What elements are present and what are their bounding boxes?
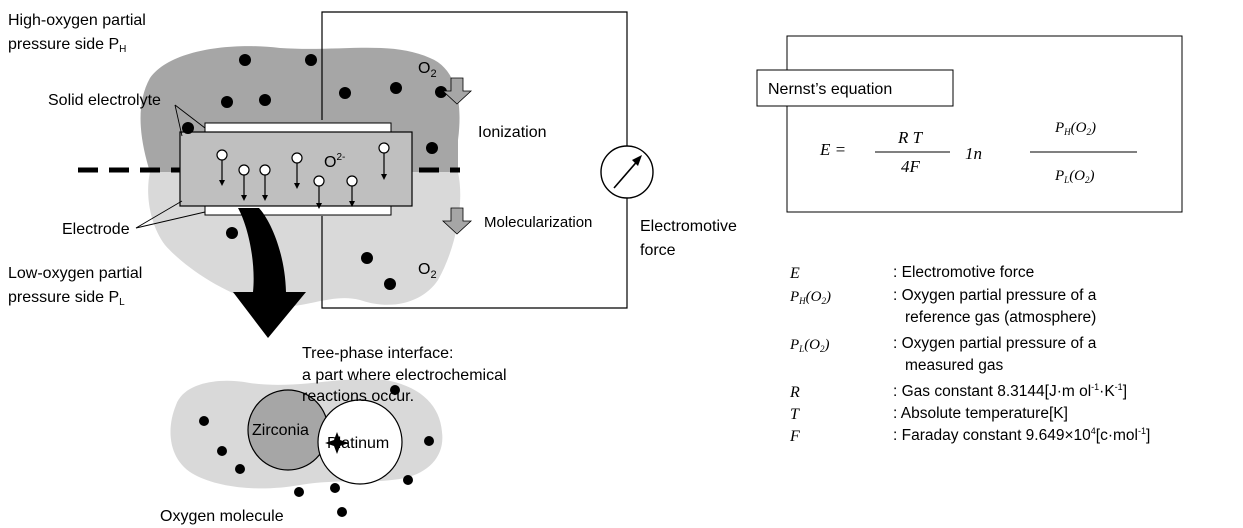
emf-label-line2: force — [640, 242, 676, 259]
high-side-label-sub: H — [119, 44, 126, 55]
interface-label-line3: reactions occur. — [302, 388, 414, 405]
equation-fraction1-numerator: R T — [897, 128, 924, 147]
equation-title-box — [756, 69, 954, 107]
interface-label-line1: Tree-phase interface: — [302, 345, 453, 362]
eq-den-end: ) — [1089, 168, 1095, 184]
legend-text-F: : Faraday constant 9.649×104[c·mol-1] — [893, 426, 1150, 444]
oxide-ion-main: O — [324, 154, 336, 171]
legend-text-PH-line2: reference gas (atmosphere) — [905, 309, 1096, 326]
electrode-label: Electrode — [62, 221, 130, 238]
solid-electrolyte-block — [179, 131, 413, 207]
legend-symbol-PH: PH(O2) — [789, 289, 831, 306]
circuit-wires — [321, 11, 628, 309]
top-electrode — [204, 122, 392, 133]
emf-label-line1: Electromotive — [640, 218, 737, 235]
high-side-label-main: pressure side P — [8, 36, 119, 53]
solid-electrolyte-label: Solid electrolyte — [48, 92, 161, 109]
eq-num-sub2: 2 — [1087, 127, 1092, 137]
legend-text-R: : Gas constant 8.3144[J·m ol-1·K-1] — [893, 382, 1127, 400]
legend-text-PL-line2: measured gas — [905, 357, 1003, 374]
eq-den-rest: (O — [1069, 168, 1085, 184]
equation-ln: 1n — [965, 144, 982, 163]
zirconia-label: Zirconia — [252, 422, 309, 439]
equation-box — [786, 35, 1183, 213]
legend-text-T: : Absolute temperature[K] — [893, 405, 1068, 422]
eq-num-rest: (O — [1071, 120, 1087, 136]
eq-den-P: P — [1054, 168, 1064, 184]
low-side-label-main: pressure side P — [8, 289, 119, 306]
eq-num-P: P — [1054, 120, 1064, 136]
eq-num-end: ) — [1090, 120, 1096, 136]
oxygen-molecule-label: Oxygen molecule — [160, 508, 284, 525]
legend-text-PH-line1: : Oxygen partial pressure of a — [893, 287, 1097, 304]
oxide-ion-arrowheads — [219, 174, 387, 209]
oxide-ion-label: O2- — [324, 152, 345, 171]
leader-lines — [135, 104, 347, 431]
legend-symbol-PL: PL(O2) — [789, 337, 830, 354]
low-side-label-sub: L — [119, 297, 125, 308]
oxygen-dots-high — [182, 54, 447, 154]
legend-text-E: : Electromotive force — [893, 264, 1034, 281]
molecularization-arrow-icon — [441, 207, 473, 235]
o2-bottom-label: O2 — [418, 261, 437, 281]
low-side-label-line1: Low-oxygen partial — [8, 265, 142, 282]
o2-bottom-main: O — [418, 261, 430, 278]
equation-lhs: E = — [819, 140, 846, 159]
platinum-particle — [317, 399, 403, 485]
equation-fraction1-denominator: 4F — [901, 157, 921, 176]
high-side-label-line1: High-oxygen partial — [8, 12, 146, 29]
voltmeter-icon — [600, 145, 654, 199]
legend-symbol-E: E — [789, 265, 800, 282]
legend-text-PL-line1: : Oxygen partial pressure of a — [893, 335, 1097, 352]
eq-den-sub: L — [1063, 175, 1069, 185]
o2-top-main: O — [418, 60, 430, 77]
symbol-legend: E : Electromotive force PH(O2) : Oxygen … — [789, 264, 1150, 445]
bottom-electrode — [204, 205, 392, 216]
legend-symbol-F: F — [789, 428, 800, 445]
low-side-label-line2: pressure side PL — [8, 289, 125, 308]
molecularization-label: Molecularization — [484, 214, 592, 231]
oxide-ion-sup: 2- — [336, 152, 345, 163]
legend-symbol-R: R — [789, 384, 800, 401]
magnified-oxygen-dots — [199, 385, 434, 517]
legend-symbol-T: T — [790, 406, 800, 423]
platinum-label: Platinum — [327, 435, 389, 452]
equation-fraction2-denominator: PL(O2) — [1054, 168, 1095, 185]
o2-bottom-sub: 2 — [430, 269, 436, 281]
oxygen-dots-low — [226, 227, 396, 290]
eq-den-sub2: 2 — [1085, 175, 1090, 185]
zoom-arrow-icon — [233, 208, 306, 338]
ionization-label: Ionization — [478, 124, 547, 141]
o2-top-sub: 2 — [430, 68, 436, 80]
three-phase-star-icon — [325, 432, 349, 454]
high-side-label-line2: pressure side PH — [8, 36, 126, 55]
equation-fraction2-numerator: PH(O2) — [1054, 120, 1096, 137]
interface-label-line2: a part where electrochemical — [302, 367, 507, 384]
ionization-arrow-icon — [441, 77, 473, 105]
oxide-ion-markers — [216, 142, 390, 204]
eq-num-sub: H — [1063, 127, 1071, 137]
equation-title: Nernst’s equation — [768, 81, 892, 98]
o2-top-label: O2 — [418, 60, 437, 80]
